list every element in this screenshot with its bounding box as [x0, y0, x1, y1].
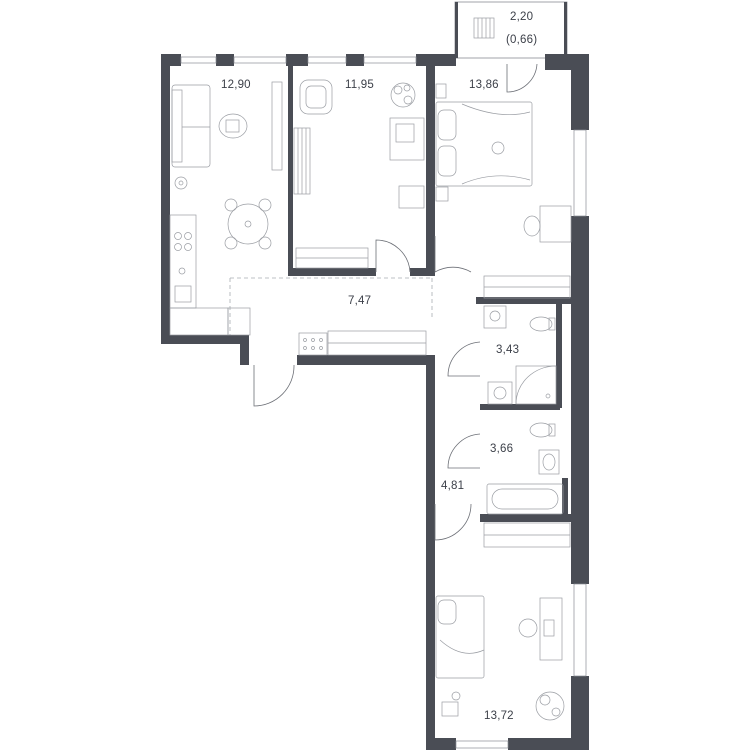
room-area-bathroom-1: 3,43 — [496, 344, 520, 356]
sink-icon — [538, 449, 560, 475]
toilet-icon — [529, 422, 556, 438]
room-area-living-kitchen: 12,90 — [221, 79, 251, 91]
wardrobe-icon — [483, 522, 571, 548]
room-area-balcony: 2,20 — [510, 11, 534, 23]
closet-icon — [327, 330, 427, 356]
doors — [253, 63, 538, 541]
sink-icon — [483, 305, 507, 329]
room-area-bedroom-2: 13,86 — [469, 79, 499, 91]
washer-icon — [487, 381, 513, 405]
armchair-icon — [299, 79, 333, 115]
nightstand-icon — [435, 83, 449, 202]
balcony — [454, 1, 568, 59]
plant-icon — [390, 82, 416, 108]
desk-icon — [518, 597, 563, 661]
balcony-chair-icon — [473, 17, 495, 39]
room-area-bedroom-1: 11,95 — [345, 79, 374, 91]
wardrobe-icon — [483, 275, 571, 299]
hall-furniture — [298, 330, 427, 356]
toy-icon — [441, 691, 461, 717]
room-area-hall: 7,47 — [348, 295, 372, 307]
sofa-icon — [171, 84, 211, 168]
bedroom-3-furniture — [435, 522, 571, 721]
bathtub-icon — [486, 483, 564, 515]
shoe-rack-icon — [298, 332, 328, 356]
shower-icon — [515, 365, 557, 405]
living-furniture — [169, 81, 283, 336]
windows — [180, 56, 587, 749]
plant-icon — [535, 691, 565, 721]
room-area-corridor: 4,81 — [441, 480, 465, 492]
desk-icon — [389, 117, 425, 161]
wardrobe-icon — [295, 247, 369, 269]
bathroom-1-fixtures — [483, 305, 557, 405]
walls — [161, 54, 589, 750]
coffee-table-icon — [218, 113, 248, 139]
room-area-balcony-reduced: (0,66) — [506, 34, 538, 46]
bed-icon — [435, 101, 533, 187]
bedroom-2-furniture — [435, 83, 572, 299]
bedroom-1-furniture — [293, 79, 425, 269]
toilet-icon — [529, 316, 556, 332]
room-area-bedroom-3: 13,72 — [484, 710, 514, 722]
dining-table-icon — [224, 198, 272, 250]
nightstand-icon — [398, 185, 425, 209]
bed-icon — [435, 595, 485, 679]
tv-stand-icon — [271, 81, 283, 171]
room-area-bathroom-2: 3,66 — [490, 443, 514, 455]
piano-icon — [293, 127, 311, 195]
kitchen-counter-icon — [169, 214, 251, 336]
vanity-icon — [523, 205, 572, 243]
bathroom-2-fixtures — [486, 422, 564, 515]
plant-icon — [174, 176, 188, 190]
hall-boundary — [229, 277, 433, 335]
